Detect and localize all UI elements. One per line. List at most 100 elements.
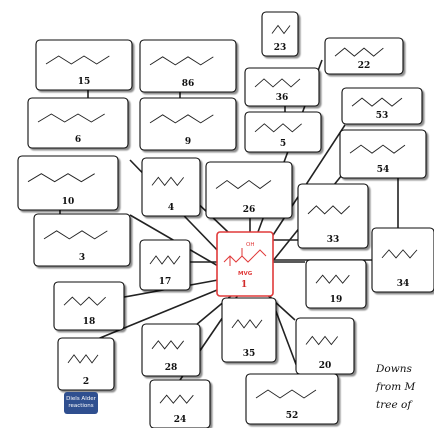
compound-number: 33 — [327, 235, 340, 245]
structure-skeleton — [37, 113, 105, 123]
structure-skeleton — [351, 97, 403, 107]
structure-skeleton — [305, 335, 339, 346]
compound-box-35[interactable]: 35 — [221, 297, 277, 363]
compound-frame — [324, 37, 404, 75]
structure-skeleton — [45, 55, 110, 65]
compound-frame — [339, 129, 427, 179]
structure-skeleton — [254, 78, 301, 88]
compound-number: 35 — [243, 349, 256, 359]
structure-skeleton — [149, 114, 214, 124]
compound-number: 6 — [75, 135, 81, 145]
compound-frame — [244, 67, 320, 107]
compound-number: 34 — [397, 279, 410, 289]
compound-frame — [27, 97, 129, 149]
compound-frame — [297, 183, 369, 249]
compound-frame — [139, 97, 237, 151]
compound-frame — [141, 157, 201, 217]
diels-alder-line2: reactions — [68, 403, 94, 409]
compound-box-86[interactable]: 86 — [139, 39, 237, 93]
compound-box-4[interactable]: 4 — [141, 157, 201, 217]
compound-frame — [149, 379, 211, 428]
compound-box-15[interactable]: 15 — [35, 39, 133, 91]
compound-number: 23 — [274, 43, 287, 53]
compound-frame — [139, 39, 237, 93]
compound-number: 3 — [79, 253, 85, 263]
compound-box-20[interactable]: 20 — [295, 317, 355, 375]
structure-skeleton — [151, 176, 185, 187]
structure-skeleton — [149, 255, 181, 265]
structure-skeleton — [149, 56, 214, 66]
compound-number: 86 — [182, 79, 195, 89]
compound-number: 15 — [78, 77, 91, 87]
compound-number: 17 — [159, 277, 172, 287]
compound-box-10[interactable]: 10 — [17, 155, 119, 211]
caption-line-2: from M — [376, 381, 416, 393]
center-oh-label: OH — [246, 242, 254, 248]
structure-skeleton — [27, 173, 95, 183]
compound-frame — [33, 213, 131, 267]
compound-frame — [245, 373, 339, 425]
compound-number: 28 — [165, 363, 178, 373]
structure-skeleton — [271, 24, 291, 35]
compound-number: 5 — [280, 139, 286, 149]
compound-frame — [141, 323, 201, 377]
compound-number: 22 — [358, 61, 371, 71]
structure-skeleton — [63, 296, 106, 306]
structure-skeleton — [43, 230, 108, 240]
compound-box-17[interactable]: 17 — [139, 239, 191, 291]
compound-box-2[interactable]: 2 — [57, 337, 115, 391]
compound-box-3[interactable]: 3 — [33, 213, 131, 267]
structure-skeleton — [255, 389, 317, 399]
compound-frame — [53, 281, 125, 331]
compound-number: 26 — [243, 205, 256, 215]
compound-number: 52 — [286, 411, 299, 421]
compound-box-22[interactable]: 22 — [324, 37, 404, 75]
structure-skeleton — [67, 354, 99, 364]
compound-box-23[interactable]: 23 — [261, 11, 299, 57]
compound-number: 19 — [330, 295, 343, 305]
center-number: 1 — [241, 280, 247, 290]
compound-box-5[interactable]: 5 — [244, 111, 322, 153]
diels-alder-button[interactable]: Diels Alder reactions — [64, 392, 98, 414]
compound-box-9[interactable]: 9 — [139, 97, 237, 151]
compound-box-36[interactable]: 36 — [244, 67, 320, 107]
center-compound-mvg[interactable]: OH MVG 1 — [216, 231, 274, 297]
compound-box-18[interactable]: 18 — [53, 281, 125, 331]
structure-skeleton — [315, 274, 350, 284]
compound-box-53[interactable]: 53 — [341, 87, 423, 125]
compound-number: 9 — [185, 137, 191, 147]
compound-number: 10 — [62, 197, 75, 207]
compound-box-28[interactable]: 28 — [141, 323, 201, 377]
compound-box-33[interactable]: 33 — [297, 183, 369, 249]
center-name: MVG — [238, 271, 253, 277]
compound-box-6[interactable]: 6 — [27, 97, 129, 149]
compound-number: 36 — [276, 93, 289, 103]
structure-skeleton — [231, 319, 263, 329]
figure-caption: Downs from M tree of — [376, 360, 434, 414]
compound-frame — [305, 259, 367, 309]
compound-box-19[interactable]: 19 — [305, 259, 367, 309]
compound-box-26[interactable]: 26 — [205, 161, 293, 219]
structure-skeleton — [159, 394, 194, 404]
structure-skeleton — [151, 340, 185, 350]
compound-number: 4 — [168, 203, 174, 213]
structure-skeleton — [254, 123, 302, 133]
compound-frame — [341, 87, 423, 125]
compound-number: 53 — [376, 111, 389, 121]
structure-skeleton — [215, 179, 272, 190]
compound-frame — [371, 227, 434, 293]
compound-box-52[interactable]: 52 — [245, 373, 339, 425]
caption-line-3: tree of — [376, 399, 412, 411]
compound-frame — [17, 155, 119, 211]
compound-box-34[interactable]: 34 — [371, 227, 434, 293]
compound-frame — [205, 161, 293, 219]
structure-skeleton — [381, 249, 418, 259]
compound-box-24[interactable]: 24 — [149, 379, 211, 428]
compound-frame — [35, 39, 133, 91]
diels-alder-line1: Diels Alder — [66, 396, 96, 402]
compound-box-54[interactable]: 54 — [339, 129, 427, 179]
compound-frame — [261, 11, 299, 57]
compound-number: 2 — [83, 377, 89, 387]
structure-skeleton — [307, 205, 350, 215]
